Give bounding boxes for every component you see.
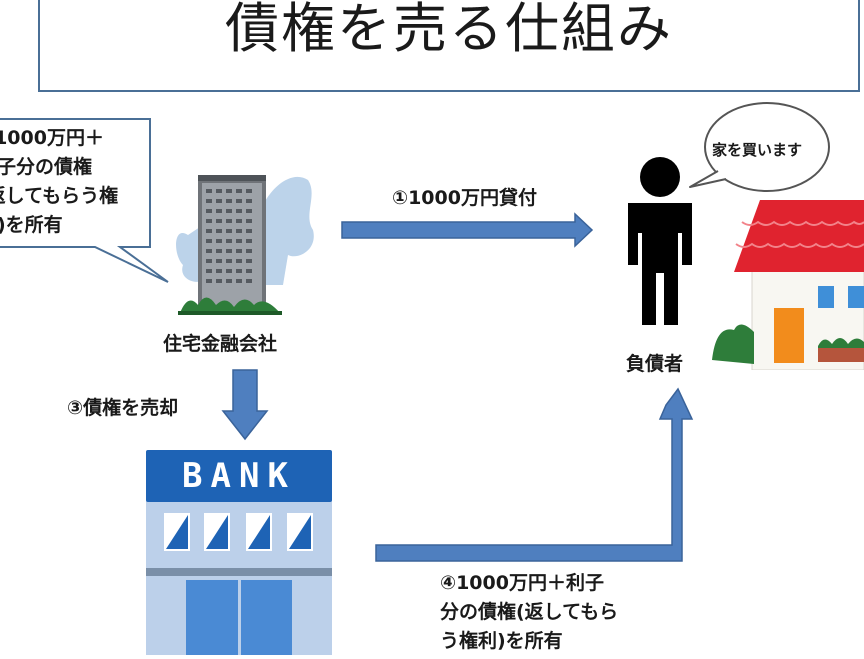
company-label: 住宅金融会社 xyxy=(163,333,278,355)
bank-building xyxy=(146,450,332,655)
bank-claim-label: ④1000万円＋利子 分の債権(返してもら う権利)を所有 xyxy=(440,572,619,652)
bank-sign: BANK xyxy=(182,456,296,496)
sell-arrow xyxy=(221,369,269,441)
person-icon xyxy=(628,157,692,325)
company-callout-shape xyxy=(0,118,169,283)
office-building-icon xyxy=(176,175,314,315)
speech-text: 家を買います xyxy=(712,141,803,159)
title-box: 債権を売る仕組み xyxy=(38,0,860,92)
bank-icon xyxy=(146,450,332,655)
house-icon xyxy=(712,200,864,370)
page-title: 債権を売る仕組み xyxy=(225,0,673,60)
borrower-label: 負債者 xyxy=(626,353,684,375)
sell-label: ③債権を売却 xyxy=(67,397,179,419)
loan-label: ①1000万円貸付 xyxy=(392,187,537,209)
loan-arrow xyxy=(341,212,594,248)
speech-bubble xyxy=(689,102,830,192)
bank-to-borrower-arrow xyxy=(375,387,694,562)
